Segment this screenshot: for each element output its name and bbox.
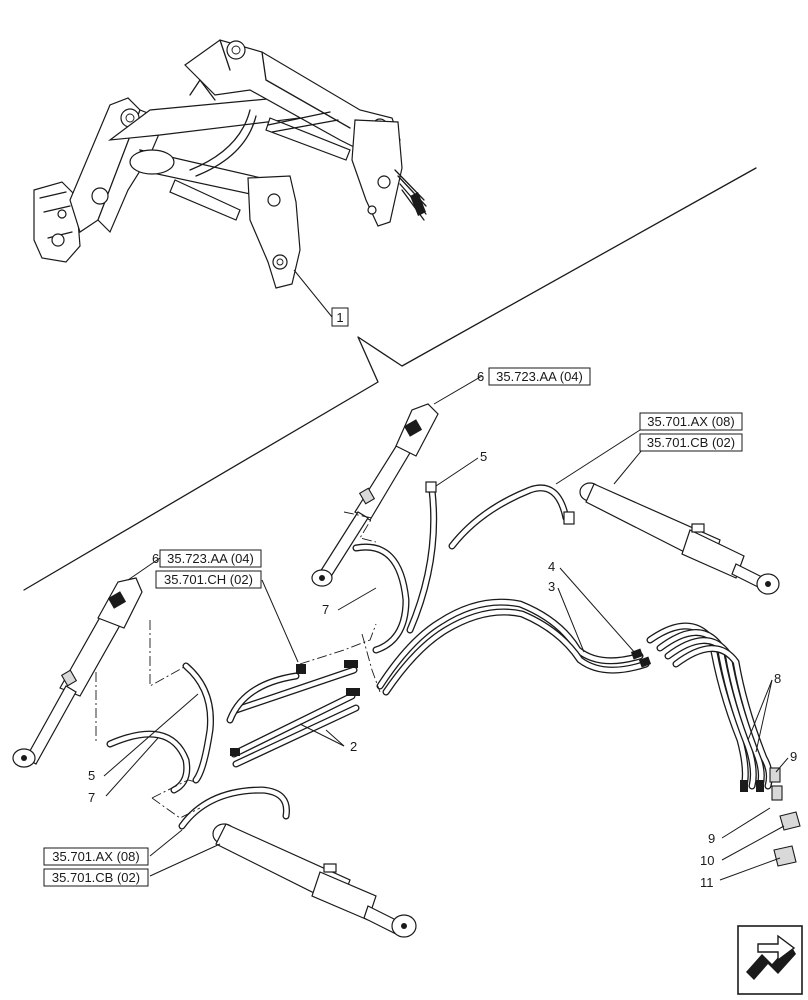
callout-box-1: 1 (336, 310, 343, 325)
reference-boxes: 35.723.AA (04) 35.701.AX (08) 35.701.CB … (43, 367, 743, 887)
ref-35-723-aa-top: 35.723.AA (04) (496, 369, 583, 384)
ref-35-701-cb-top: 35.701.CB (02) (647, 435, 735, 450)
cylinder-left (12, 577, 143, 768)
label-5-top: 5 (480, 449, 487, 464)
ref-35-701-ax-bottom: 35.701.AX (08) (52, 849, 139, 864)
section-divider (23, 167, 757, 591)
bucket-cylinder-lower (212, 823, 417, 938)
label-7-left: 7 (88, 790, 95, 805)
leader-lines (103, 375, 789, 881)
label-7-top: 7 (322, 602, 329, 617)
loader-assembly (33, 39, 427, 289)
label-11: 11 (700, 875, 714, 890)
label-10: 10 (700, 853, 714, 868)
fittings (230, 660, 801, 867)
label-2: 2 (350, 739, 357, 754)
label-3: 3 (548, 579, 555, 594)
ref-35-701-ch: 35.701.CH (02) (164, 572, 253, 587)
label-8: 8 (774, 671, 781, 686)
label-5-left: 5 (88, 768, 95, 783)
alignment-lines (95, 511, 381, 819)
ref-35-723-aa-left: 35.723.AA (04) (167, 551, 254, 566)
callout-1: 1 (293, 269, 349, 327)
ref-35-701-cb-bottom: 35.701.CB (02) (52, 870, 140, 885)
hoses (106, 481, 773, 830)
navigation-arrow-icon[interactable] (737, 925, 803, 995)
label-6-left: 6 (152, 551, 159, 566)
cylinder-upper (311, 403, 439, 587)
label-9-right: 9 (790, 749, 797, 764)
item-numbers: 6 5 7 6 5 7 2 3 4 8 9 9 10 11 (88, 369, 797, 890)
label-4: 4 (548, 559, 555, 574)
label-9-left: 9 (708, 831, 715, 846)
bucket-cylinder-upper (579, 482, 780, 595)
label-6-top: 6 (477, 369, 484, 384)
ref-35-701-ax-top: 35.701.AX (08) (647, 414, 734, 429)
